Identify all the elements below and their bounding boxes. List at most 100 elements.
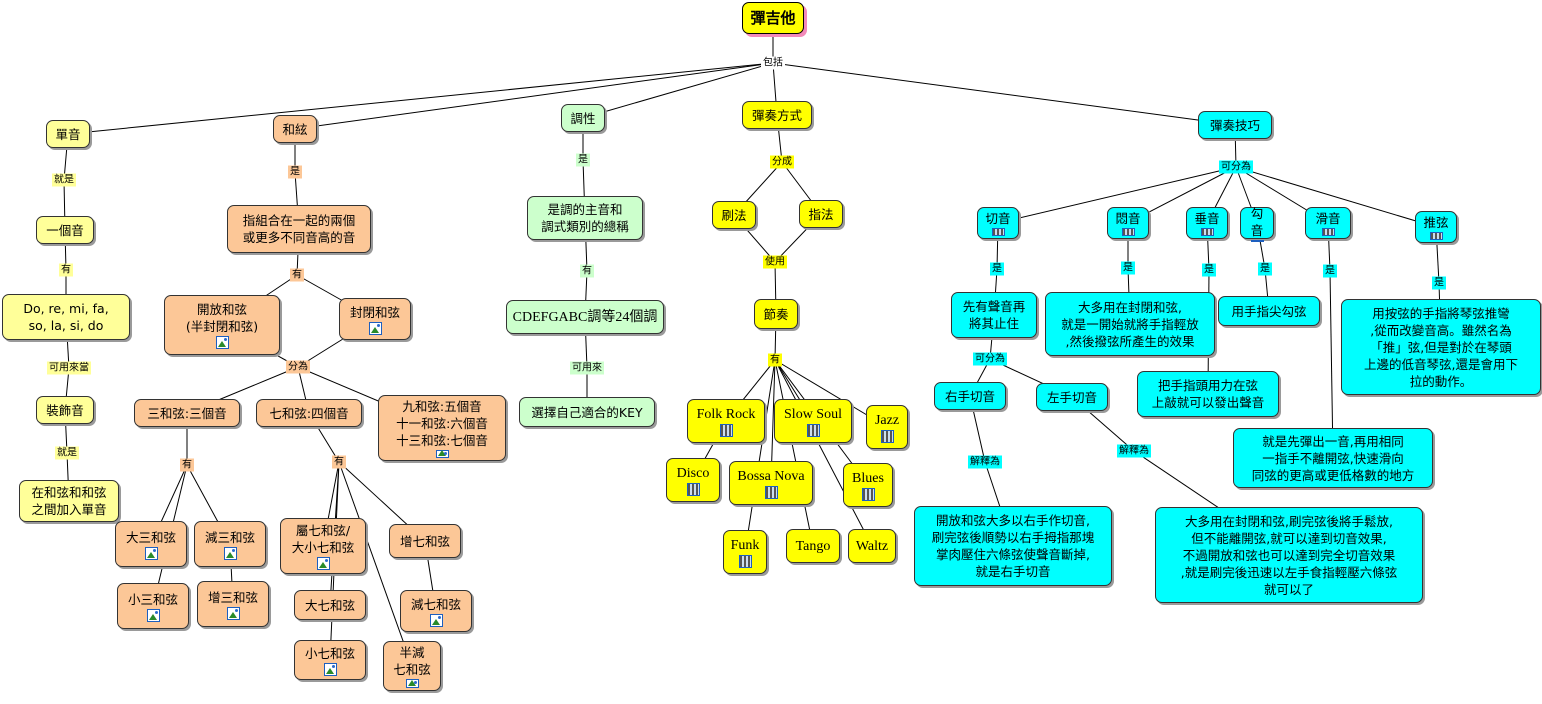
node-finger[interactable]: 指法: [799, 200, 843, 228]
video-icon[interactable]: [861, 487, 875, 501]
image-icon[interactable]: [316, 557, 330, 570]
node-minor-triad[interactable]: 小三和弦: [117, 583, 189, 629]
node-waltz[interactable]: Waltz: [848, 529, 896, 563]
node-left-mute[interactable]: 左手切音: [1036, 383, 1108, 411]
node-playing-method[interactable]: 彈奏方式: [742, 101, 812, 129]
link-label: 可分為: [973, 352, 1007, 366]
video-icon[interactable]: [1200, 228, 1214, 236]
image-icon[interactable]: [144, 546, 158, 560]
video-icon[interactable]: [738, 554, 752, 568]
image-icon[interactable]: [435, 450, 449, 458]
node-text: 屬七和弦/ 大小七和弦: [291, 523, 355, 555]
node-bend[interactable]: 推弦: [1415, 211, 1457, 243]
connector-line: [67, 62, 774, 135]
image-icon[interactable]: [215, 336, 229, 349]
video-icon[interactable]: [880, 429, 894, 443]
node-text: 用手指尖勾弦: [1231, 303, 1307, 319]
node-technique[interactable]: 彈奏技巧: [1198, 111, 1272, 139]
node-left-mute-desc[interactable]: 大多用在封閉和弦,刷完弦後將手鬆放, 但不能離開弦,就可以達到切音效果, 不過開…: [1155, 507, 1423, 603]
video-icon[interactable]: [686, 482, 700, 496]
image-icon[interactable]: [323, 662, 337, 676]
node-dom7[interactable]: 屬七和弦/ 大小七和弦: [280, 518, 366, 574]
image-icon[interactable]: [146, 608, 160, 622]
node-text: 是調的主音和 調式類別的總稱: [541, 202, 629, 234]
node-jazz[interactable]: Jazz: [866, 405, 908, 449]
node-slide[interactable]: 滑音: [1305, 207, 1351, 239]
node-dim-triad[interactable]: 減三和弦: [194, 521, 266, 567]
node-text: 增三和弦: [207, 589, 258, 605]
node-single-note[interactable]: 單音: [46, 120, 90, 148]
node-half-dim7[interactable]: 半減 七和弦: [383, 641, 441, 691]
link-label: 有: [180, 458, 194, 472]
video-icon[interactable]: [1429, 232, 1443, 240]
node-mute-def[interactable]: 先有聲音再 將其止住: [951, 292, 1037, 338]
node-text: 調性: [570, 110, 596, 126]
video-icon[interactable]: [764, 485, 778, 499]
node-tango[interactable]: Tango: [786, 529, 840, 563]
video-icon[interactable]: [806, 423, 820, 437]
connector-line: [744, 359, 776, 553]
node-strum[interactable]: 刷法: [712, 201, 756, 229]
node-ornament[interactable]: 裝飾音: [36, 396, 94, 424]
node-right-mute-desc[interactable]: 開放和弦大多以右手作切音, 刷完弦後順勢以右手拇指那塊 掌肉壓住六條弦使聲音斷掉…: [914, 506, 1112, 586]
video-icon[interactable]: [1121, 228, 1135, 236]
node-right-mute[interactable]: 右手切音: [934, 382, 1006, 410]
node-text: Slow Soul: [784, 406, 842, 422]
node-text: 勾音: [1250, 205, 1264, 238]
node-hammer-desc[interactable]: 大多用在封閉和弦, 就是一開始就將手指輕放 ,然後撥弦所產生的效果: [1045, 292, 1215, 356]
node-choose-key[interactable]: 選擇自己適合的KEY: [519, 397, 655, 427]
node-scale-notes[interactable]: Do, re, mi, fa, so, la, si, do: [2, 294, 130, 340]
video-icon[interactable]: [991, 228, 1005, 236]
image-icon[interactable]: [429, 613, 443, 627]
node-mute[interactable]: 切音: [977, 207, 1019, 239]
image-icon[interactable]: [405, 679, 419, 688]
link-label: 就是: [52, 173, 76, 187]
video-icon[interactable]: [1250, 239, 1264, 242]
node-text: 大七和弦: [304, 597, 355, 613]
image-icon[interactable]: [226, 606, 240, 620]
node-slide-desc[interactable]: 就是先彈出一音,再用相同 一指手不離開弦,快速滑向 同弦的更高或更低格數的地方: [1233, 428, 1433, 488]
node-root[interactable]: 彈吉他: [742, 2, 804, 34]
node-chord[interactable]: 和絃: [273, 115, 317, 143]
node-keys24[interactable]: CDEFGABC調等24個調: [506, 300, 664, 334]
node-seventh[interactable]: 七和弦:四個音: [256, 399, 362, 427]
node-pick[interactable]: 勾音: [1240, 205, 1274, 242]
node-text: 選擇自己適合的KEY: [531, 404, 643, 420]
node-text: Folk Rock: [696, 406, 756, 422]
node-folk-rock[interactable]: Folk Rock: [687, 399, 765, 443]
node-major-triad[interactable]: 大三和弦: [115, 521, 187, 567]
node-bossa-nova[interactable]: Bossa Nova: [729, 461, 813, 505]
link-label: 包括: [761, 56, 785, 70]
image-icon[interactable]: [223, 546, 237, 560]
node-dim7[interactable]: 減七和弦: [400, 590, 472, 632]
video-icon[interactable]: [1321, 228, 1335, 236]
node-bend-desc[interactable]: 用按弦的手指將琴弦推彎 ,從而改變音高。雖然名為 「推」弦,但是對於在琴頭 上邊…: [1341, 299, 1541, 395]
node-slow-soul[interactable]: Slow Soul: [774, 399, 852, 443]
video-icon[interactable]: [719, 423, 733, 437]
node-chord-def[interactable]: 指組合在一起的兩個 或更多不同音高的音: [227, 205, 371, 253]
node-hammer-on[interactable]: 垂音: [1186, 207, 1228, 239]
node-blues[interactable]: Blues: [843, 463, 893, 507]
node-maj7[interactable]: 大七和弦: [294, 590, 366, 620]
node-hammer[interactable]: 悶音: [1107, 207, 1149, 239]
node-ornament-desc[interactable]: 在和弦和和弦 之間加入單音: [19, 480, 119, 522]
node-pick-desc[interactable]: 用手指尖勾弦: [1218, 296, 1320, 326]
node-hammer-on-desc[interactable]: 把手指頭用力在弦 上敲就可以發出聲音: [1137, 371, 1279, 417]
link-label: 可用來: [570, 361, 604, 375]
image-icon[interactable]: [368, 321, 382, 335]
node-one-note[interactable]: 一個音: [36, 216, 94, 244]
node-funk[interactable]: Funk: [723, 530, 767, 574]
node-key-def[interactable]: 是調的主音和 調式類別的總稱: [527, 196, 643, 240]
node-tonality[interactable]: 調性: [561, 104, 605, 132]
node-text: 把手指頭用力在弦 上敲就可以發出聲音: [1151, 378, 1265, 410]
link-label: 是: [576, 153, 590, 167]
node-ninth[interactable]: 九和弦:五個音 十一和弦:六個音 十三和弦:七個音: [378, 395, 506, 461]
node-aug-triad[interactable]: 增三和弦: [197, 581, 269, 627]
node-min7[interactable]: 小七和弦: [294, 640, 366, 680]
node-rhythm[interactable]: 節奏: [754, 299, 798, 329]
node-disco[interactable]: Disco: [666, 458, 720, 502]
node-open-chord[interactable]: 開放和弦 (半封閉和弦): [164, 295, 280, 355]
node-barre-chord[interactable]: 封閉和弦: [339, 298, 411, 340]
node-aug7[interactable]: 增七和弦: [389, 524, 461, 558]
node-triad[interactable]: 三和弦:三個音: [134, 399, 240, 427]
